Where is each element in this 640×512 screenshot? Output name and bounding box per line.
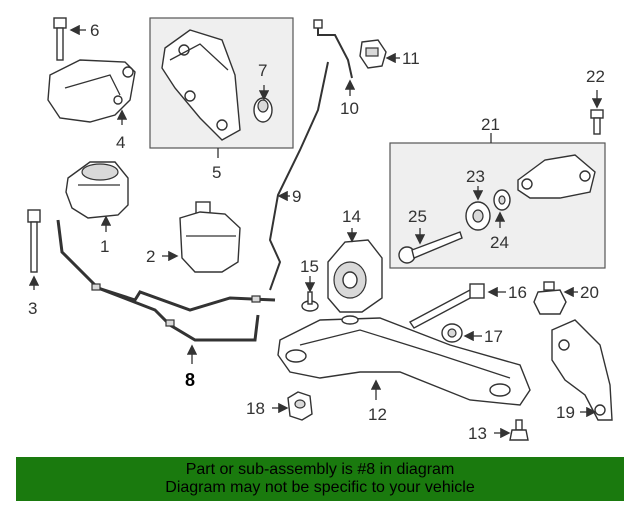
parts-diagram: 7 5 6 4 1 3 2 (27, 17, 613, 443)
part-22-bolt[interactable] (590, 109, 604, 135)
part-12-crossmember[interactable] (277, 315, 531, 406)
callout-21: 21 (481, 115, 500, 134)
callout-19: 19 (556, 403, 575, 422)
part-13-bolt[interactable] (509, 419, 529, 441)
callout-14: 14 (342, 207, 361, 226)
part-17-washer[interactable] (441, 323, 463, 343)
callout-1: 1 (100, 237, 109, 256)
part-18-nut[interactable] (287, 391, 313, 421)
callout-6: 6 (90, 21, 99, 40)
callout-22: 22 (586, 67, 605, 86)
banner-line-1: Part or sub-assembly is #8 in diagram (185, 461, 455, 478)
callout-23: 23 (466, 167, 485, 186)
part-19-bracket[interactable] (551, 319, 613, 421)
callout-4: 4 (116, 133, 125, 152)
part-15-stud[interactable] (301, 291, 319, 312)
part-11-valve[interactable] (359, 39, 387, 69)
part-7-bushing[interactable] (253, 97, 273, 123)
part-10-hose[interactable] (313, 19, 353, 79)
callout-20: 20 (580, 283, 599, 302)
part-24-washer[interactable] (493, 189, 511, 211)
callout-9: 9 (292, 187, 301, 206)
part-4-bracket[interactable] (47, 59, 136, 123)
part-8-wire-harness[interactable] (56, 219, 276, 342)
callout-2: 2 (146, 247, 155, 266)
callout-8: 8 (185, 370, 195, 390)
callout-3: 3 (28, 299, 37, 318)
callout-25: 25 (408, 207, 427, 226)
part-6-bolt[interactable] (53, 17, 67, 61)
banner-line-2: Diagram may not be specific to your vehi… (165, 479, 475, 496)
part-21-bracket[interactable] (517, 154, 596, 199)
callout-17: 17 (484, 327, 503, 346)
callout-16: 16 (508, 283, 527, 302)
callout-10: 10 (340, 99, 359, 118)
part-25-bolt[interactable] (398, 231, 463, 264)
info-banner: Part or sub-assembly is #8 in diagram Di… (16, 457, 624, 501)
callout-15: 15 (300, 257, 319, 276)
callout-7: 7 (258, 61, 267, 80)
callout-12: 12 (368, 405, 387, 424)
part-16-bolt[interactable] (408, 283, 485, 329)
callout-13: 13 (468, 424, 487, 443)
callout-18: 18 (246, 399, 265, 418)
part-3-bolt[interactable] (27, 209, 41, 273)
part-20-mount[interactable] (533, 281, 567, 315)
part-2-mount[interactable] (179, 201, 241, 273)
part-14-transmission-mount[interactable] (327, 239, 383, 313)
part-1-engine-mount[interactable] (65, 161, 129, 219)
part-23-bushing[interactable] (465, 201, 491, 231)
callout-24: 24 (490, 233, 509, 252)
callout-5: 5 (212, 163, 221, 182)
part-5-bracket[interactable] (161, 29, 241, 141)
callout-11: 11 (402, 49, 420, 68)
